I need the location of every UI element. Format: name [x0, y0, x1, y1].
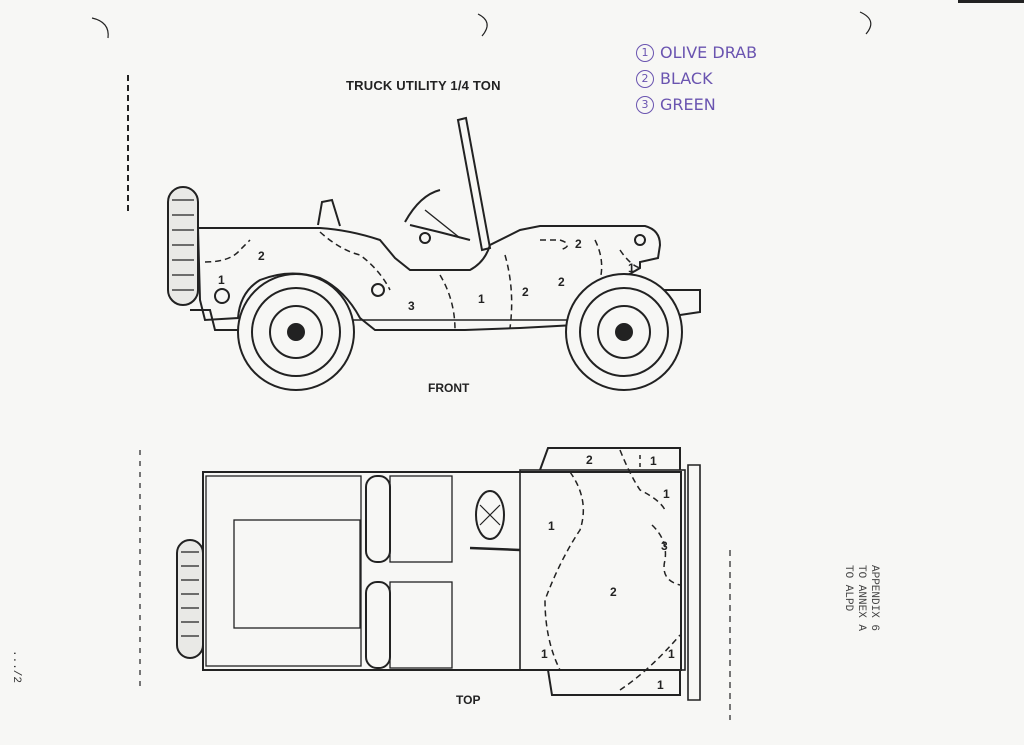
legend-color: OLIVE DRAB	[660, 43, 758, 62]
zone-label: 2	[575, 237, 582, 251]
zone-label: 1	[657, 678, 664, 692]
zone-label: 2	[586, 453, 593, 467]
legend-number: 1	[636, 44, 654, 62]
zone-label: 1	[668, 647, 675, 661]
legend-color: GREEN	[660, 95, 716, 114]
zone-label: 2	[558, 275, 565, 289]
zone-label: 1	[628, 261, 635, 275]
legend-item-2: 2 BLACK	[636, 66, 757, 92]
zone-label: 1	[548, 519, 555, 533]
legend-number: 3	[636, 96, 654, 114]
legend-item-1: 1 OLIVE DRAB	[636, 40, 757, 66]
color-legend: 1 OLIVE DRAB 2 BLACK 3 GREEN	[636, 40, 757, 118]
legend-number: 2	[636, 70, 654, 88]
appendix-line: APPENDIX 6	[868, 565, 880, 632]
scan-edge-mark	[958, 0, 1024, 3]
side-view-drawing	[167, 116, 701, 391]
page-title: TRUCK UTILITY 1/4 TON	[346, 78, 501, 93]
legend-color: BLACK	[660, 69, 713, 88]
top-view-label: TOP	[456, 693, 481, 707]
top-view-drawing	[176, 447, 701, 701]
zone-label: 2	[522, 285, 529, 299]
zone-label: 1	[478, 292, 485, 306]
zone-label: 1	[663, 487, 670, 501]
appendix-line: TO ANNEX A	[855, 565, 867, 632]
top-view-zone-labels: 2 1 1 1 3 2 1 1 1	[541, 453, 675, 692]
zone-label: 2	[258, 249, 265, 263]
side-view-zone-labels: 1 2 3 1 2 2 2 1	[218, 237, 635, 313]
front-view-label: FRONT	[428, 381, 470, 395]
page-continuation-marker: .../2	[10, 650, 22, 684]
zone-label: 3	[661, 539, 668, 553]
zone-label: 1	[650, 454, 657, 468]
zone-label: 3	[408, 299, 415, 313]
zone-label: 1	[218, 273, 225, 287]
legend-item-3: 3 GREEN	[636, 92, 757, 118]
zone-label: 2	[610, 585, 617, 599]
zone-label: 1	[541, 647, 548, 661]
appendix-line: TO ALPD	[842, 565, 854, 612]
